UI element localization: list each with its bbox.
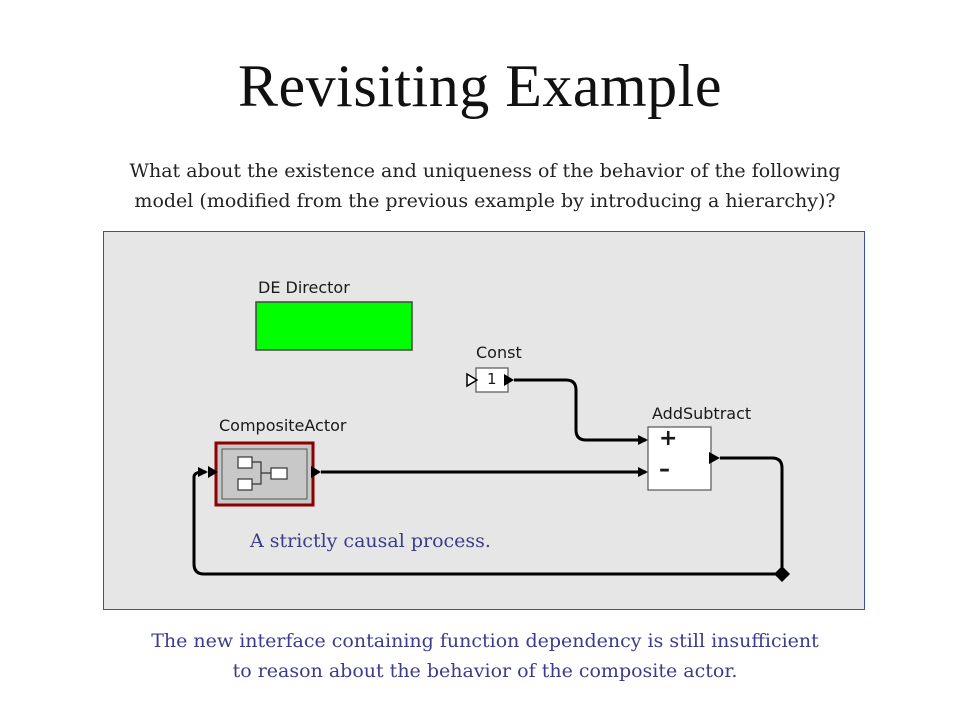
- const-to-plus-connection: [514, 378, 648, 445]
- composite-output-port: [311, 466, 321, 478]
- composite-actor[interactable]: [214, 441, 315, 507]
- const-input-port: [466, 372, 479, 388]
- intro-line: What about the existence and uniqueness …: [129, 160, 841, 182]
- diagram-canvas: [192, 301, 790, 582]
- const-actor[interactable]: [475, 367, 509, 393]
- model-diagram: DE Director Const 1 CompositeActor AddSu…: [103, 231, 865, 610]
- composite-input-port: [208, 466, 218, 478]
- addsubtract-label: AddSubtract: [652, 404, 752, 423]
- composite-hierarchy-icon: [237, 456, 288, 491]
- conclusion-line: The new interface containing function de…: [151, 630, 819, 652]
- const-value: 1: [487, 370, 497, 388]
- conclusion-text: The new interface containing function de…: [80, 626, 890, 686]
- composite-inner-border: [221, 448, 308, 500]
- relation-diamond[interactable]: [774, 566, 790, 582]
- causal-process-note: A strictly causal process.: [250, 530, 491, 552]
- feedback-connection: [192, 456, 784, 576]
- slide-title: Revisiting Example: [238, 53, 722, 119]
- intro-line: model (modified from the previous exampl…: [134, 190, 836, 212]
- intro-text: What about the existence and uniqueness …: [80, 156, 890, 216]
- conclusion-line: to reason about the behavior of the comp…: [232, 660, 738, 682]
- de-director-block[interactable]: [255, 301, 413, 351]
- plus-sign: +: [659, 426, 678, 451]
- addsubtract-output-port: [709, 452, 720, 464]
- minus-sign: –: [659, 457, 670, 482]
- const-label: Const: [476, 343, 522, 362]
- const-output-port: [504, 374, 514, 386]
- addsubtract-actor[interactable]: [647, 426, 712, 491]
- de-director-label: DE Director: [258, 278, 350, 297]
- composite-actor-label: CompositeActor: [219, 416, 347, 435]
